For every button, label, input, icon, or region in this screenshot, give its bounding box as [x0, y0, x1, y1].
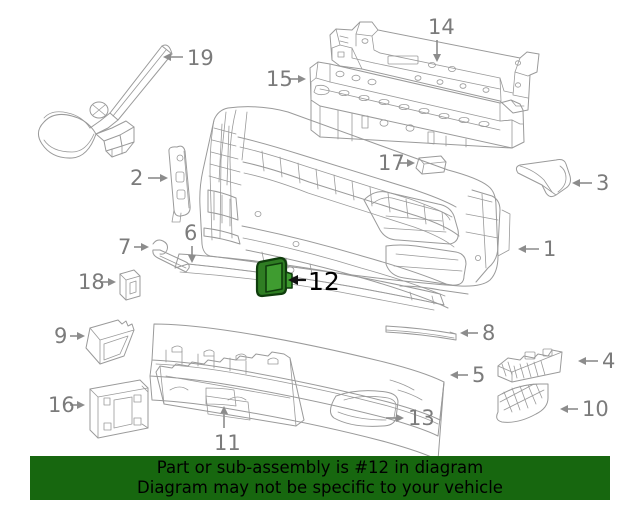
callout-label-8: 8	[482, 321, 495, 345]
callout-label-13: 13	[408, 406, 435, 430]
callout-12: 12	[288, 267, 340, 296]
part-3-support-bracket-right	[515, 159, 571, 198]
part-11-lower-skid-panel	[155, 351, 305, 427]
callout-17: 17	[378, 151, 415, 175]
part-15-lower-crossmember	[309, 61, 525, 149]
callout-label-15: 15	[266, 67, 293, 91]
notice-line-2: Diagram may not be specific to your vehi…	[137, 478, 503, 497]
callout-3: 3	[572, 171, 609, 195]
notice-banner: Part or sub-assembly is #12 in diagram D…	[30, 456, 610, 500]
callout-label-18: 18	[78, 270, 105, 294]
callout-label-4: 4	[602, 349, 615, 373]
part-13-fog-lamp-bezel	[330, 390, 399, 427]
callout-16: 16	[48, 393, 85, 417]
callout-8: 8	[460, 321, 495, 345]
callout-19: 19	[163, 46, 214, 70]
callout-label-7: 7	[118, 235, 131, 259]
callout-2: 2	[130, 166, 168, 190]
callout-label-12: 12	[308, 267, 340, 296]
callout-11: 11	[214, 406, 241, 455]
part-12-highlighted-bracket	[255, 256, 293, 298]
part-19-tow-hook-eye	[38, 44, 173, 159]
callout-7: 7	[118, 235, 149, 259]
callout-4: 4	[578, 349, 615, 373]
callout-label-11: 11	[214, 431, 241, 455]
part-8-lower-molding-strip	[385, 325, 457, 341]
callout-14: 14	[428, 15, 455, 62]
callout-1: 1	[518, 237, 556, 261]
part-4-air-duct-right	[497, 348, 563, 383]
callout-13: 13	[386, 406, 435, 430]
callout-6: 6	[184, 221, 197, 263]
part-2-side-bracket-left	[168, 145, 191, 223]
callout-label-1: 1	[543, 237, 556, 261]
callout-label-6: 6	[184, 221, 197, 245]
callout-label-5: 5	[472, 363, 485, 387]
callout-label-3: 3	[596, 171, 609, 195]
callout-5: 5	[450, 363, 485, 387]
part-16-license-plate-bracket	[89, 379, 149, 439]
callout-label-2: 2	[130, 166, 143, 190]
callout-label-16: 16	[48, 393, 75, 417]
callout-label-19: 19	[187, 46, 214, 70]
callout-label-10: 10	[582, 397, 609, 421]
callout-18: 18	[78, 270, 116, 294]
notice-line-1: Part or sub-assembly is #12 in diagram	[156, 458, 484, 477]
part-18-spacer-block	[119, 269, 141, 301]
part-14-bumper-reinforcement-beam	[329, 21, 540, 114]
part-5-lower-valance-right	[149, 323, 445, 461]
part-1-front-bumper-cover	[199, 106, 511, 309]
callout-label-9: 9	[54, 324, 67, 348]
callout-15: 15	[266, 67, 306, 91]
callout-label-17: 17	[378, 151, 405, 175]
callout-10: 10	[560, 397, 609, 421]
callout-label-14: 14	[428, 15, 455, 39]
part-9-bracket-block	[85, 319, 135, 365]
part-17-tow-hook-cover-cap	[415, 155, 447, 175]
part-10-mesh-grille-insert-right	[496, 383, 549, 423]
callout-9: 9	[54, 324, 85, 348]
